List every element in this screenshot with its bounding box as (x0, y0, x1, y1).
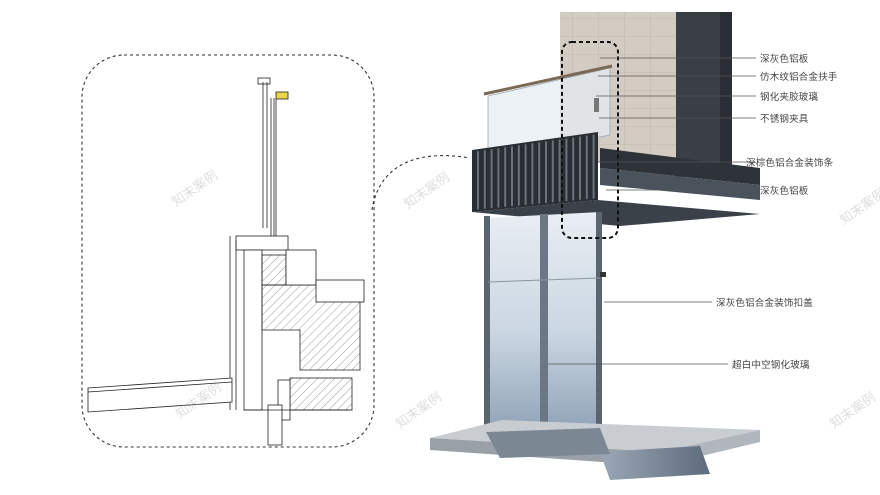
mullion-right (596, 212, 602, 430)
label-wood-handrail: 仿木纹铝合金扶手 (760, 72, 838, 83)
label-cover-cap: 深灰色铝合金装饰扣盖 (716, 298, 814, 309)
stainless-clamp (594, 98, 599, 112)
balcony-render (430, 12, 760, 480)
highlight-dashed-box (561, 41, 619, 239)
label-dark-brown-trim: 深棕色铝合金装饰条 (746, 158, 834, 169)
floor-slab-side (600, 446, 710, 480)
label-dark-gray-panel-top: 深灰色铝板 (760, 54, 809, 65)
section-drawing (81, 54, 375, 448)
dark-gray-panel-bottom (472, 200, 760, 226)
louvre-trim (472, 132, 598, 212)
mullion-left (484, 216, 490, 434)
label-stainless-clamp: 不锈钢夹具 (760, 114, 809, 125)
dark-column (676, 12, 722, 177)
label-dark-gray-panel-bottom: 深灰色铝板 (760, 186, 809, 197)
cover-cap (600, 272, 606, 277)
handrail (483, 64, 613, 96)
label-laminated-glass: 钢化夹胶玻璃 (760, 92, 819, 103)
label-insulated-glass: 超白中空钢化玻璃 (732, 360, 810, 371)
dark-gray-panel-top (600, 148, 760, 185)
detail-dashed-outline (81, 54, 375, 448)
mullion-mid (540, 214, 548, 432)
callout-connector (371, 155, 471, 211)
